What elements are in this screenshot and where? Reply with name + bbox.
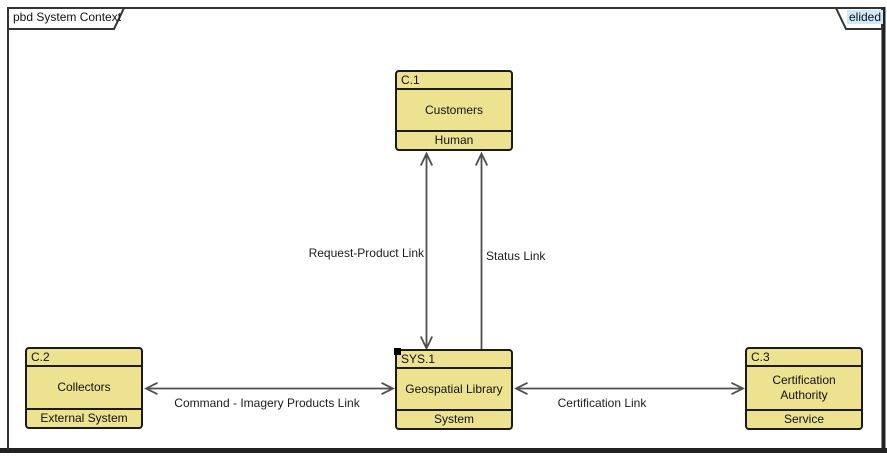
frame-title-tab xyxy=(7,7,126,30)
link-label-certification: Certification Link xyxy=(557,396,647,410)
arrowhead-right-icon xyxy=(731,381,745,396)
selection-handle[interactable] xyxy=(394,348,401,355)
frame-corner-label[interactable]: elided xyxy=(847,10,884,24)
block-stereotype: External System xyxy=(27,408,141,427)
block-name: Certification Authority xyxy=(772,373,836,402)
frame-title: pbd System Context xyxy=(13,10,122,24)
window-bottom-edge xyxy=(0,448,887,453)
block-name: Customers xyxy=(424,102,483,117)
block-stereotype: Service xyxy=(747,409,861,428)
block-id: C.3 xyxy=(747,349,861,367)
arrowhead-up-icon xyxy=(419,151,434,166)
block-id: SYS.1 xyxy=(397,351,511,369)
block-customers[interactable]: C.1 Customers Human xyxy=(395,70,513,151)
arrowhead-right-icon xyxy=(381,381,395,396)
block-name: Collectors xyxy=(57,380,111,394)
block-name: Geospatial Library xyxy=(405,381,503,396)
arrowhead-left-icon xyxy=(514,381,528,396)
block-stereotype: System xyxy=(397,409,511,428)
link-label-request-product: Request-Product Link xyxy=(308,246,424,260)
block-id: C.1 xyxy=(397,72,511,90)
block-stereotype: Human xyxy=(397,130,511,149)
link-label-command-imagery: Command - Imagery Products Link xyxy=(174,396,360,410)
window-right-edge xyxy=(881,7,886,450)
arrowhead-up-icon xyxy=(474,151,489,166)
block-certification-authority[interactable]: C.3 Certification Authority Service xyxy=(745,347,863,430)
block-geospatial-library[interactable]: SYS.1 Geospatial Library System xyxy=(395,349,513,430)
arrowhead-left-icon xyxy=(144,381,158,396)
block-collectors[interactable]: C.2 Collectors External System xyxy=(25,347,143,429)
block-id: C.2 xyxy=(27,349,141,367)
link-label-status: Status Link xyxy=(486,249,546,263)
arrowhead-down-icon xyxy=(419,336,434,351)
